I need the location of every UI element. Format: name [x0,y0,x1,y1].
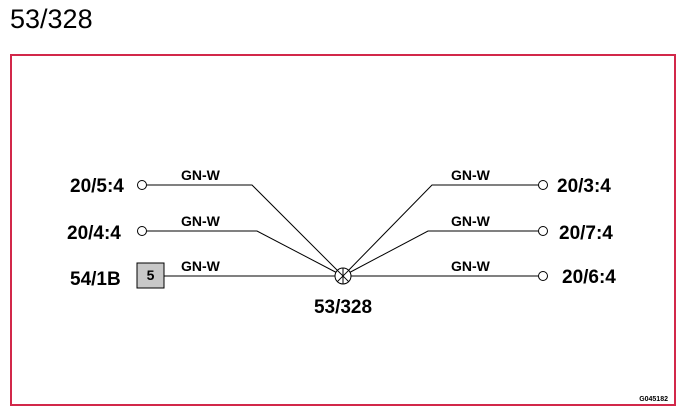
wire-left-1 [147,184,344,277]
connector-pin-label: 5 [147,267,155,283]
left-connection-3: 54/1B 5 GN-W [70,258,335,290]
terminal-label-right-2: 20/7:4 [559,223,613,244]
wire-left-2 [147,230,344,277]
right-connection-2: GN-W 20/7:4 [342,213,613,277]
wire-label-left-1: GN-W [181,167,221,183]
right-connection-3: GN-W 20/6:4 [351,258,616,288]
wire-label-right-3: GN-W [451,258,491,274]
connector-box-icon [136,262,165,289]
ring-terminal-icon [538,226,548,236]
terminal-label-right-3: 20/6:4 [562,267,616,288]
wire-label-right-1: GN-W [451,167,491,183]
left-connection-1: 20/5:4 GN-W [70,167,344,277]
terminal-label-left-3: 54/1B [70,269,121,290]
splice-circle-x-icon [334,267,352,285]
wire-right-1 [342,184,538,277]
figure-code: G045182 [639,396,668,403]
ring-terminal-icon [538,271,548,281]
ring-terminal-icon [137,180,147,190]
page-title: 53/328 [10,4,93,34]
wire-label-left-3: GN-W [181,258,221,274]
ring-terminal-icon [538,180,548,190]
ring-terminal-icon [137,226,147,236]
terminal-label-left-2: 20/4:4 [67,223,121,244]
splice-label: 53/328 [314,297,372,318]
splice-point: 53/328 [314,267,372,318]
diagram-frame [10,54,676,406]
terminal-label-left-1: 20/5:4 [70,176,124,197]
left-connection-2: 20/4:4 GN-W [67,213,344,277]
wire-label-left-2: GN-W [181,213,221,229]
terminal-label-right-1: 20/3:4 [557,176,611,197]
wire-label-right-2: GN-W [451,213,491,229]
wire-right-2 [342,230,538,277]
right-connection-1: GN-W 20/3:4 [342,167,611,277]
